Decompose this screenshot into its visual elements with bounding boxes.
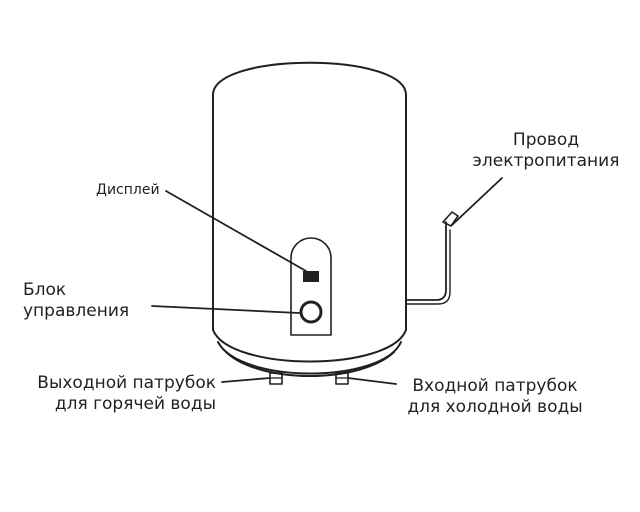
power-plug: [442, 211, 459, 227]
power-cord-label-line-1: Провод: [512, 130, 580, 150]
control-panel: [290, 237, 332, 336]
cold-inlet-label: Входной патрубок для холодной воды: [398, 376, 592, 417]
display-leader: [165, 190, 307, 272]
hot-outlet-label-line-2: для горячей воды: [54, 393, 216, 414]
display-label: Дисплей: [96, 183, 160, 197]
control-knob: [299, 300, 323, 324]
tank-body: [212, 61, 407, 331]
control-unit-label-line-2: управления: [23, 300, 130, 321]
control-unit-leader: [151, 305, 300, 314]
display-screen: [303, 271, 319, 282]
control-unit-label: Блок управления: [23, 280, 129, 321]
tank-bottom-rim: [212, 329, 407, 363]
tank-bottom-cap: [225, 351, 395, 377]
display-label-text: Дисплей: [96, 182, 160, 198]
cold-inlet-label-line-1: Входной патрубок: [412, 376, 578, 396]
power-cord-leader: [451, 177, 503, 226]
tank-bottom-band: [217, 341, 402, 375]
hot-outlet-leader: [221, 377, 271, 383]
hot-outlet-label: Выходной патрубок для горячей воды: [26, 373, 216, 414]
cord-parallel: [405, 229, 451, 305]
power-cord-label: Провод электропитания: [466, 130, 626, 171]
power-cord-label-line-2: электропитания: [472, 150, 620, 171]
hot-outlet-label-line-1: Выходной патрубок: [37, 373, 216, 393]
power-cord: [405, 221, 447, 301]
control-unit-label-line-1: Блок: [23, 280, 67, 300]
cold-inlet-leader: [347, 377, 397, 385]
cold-inlet-label-line-2: для холодной воды: [407, 396, 583, 417]
